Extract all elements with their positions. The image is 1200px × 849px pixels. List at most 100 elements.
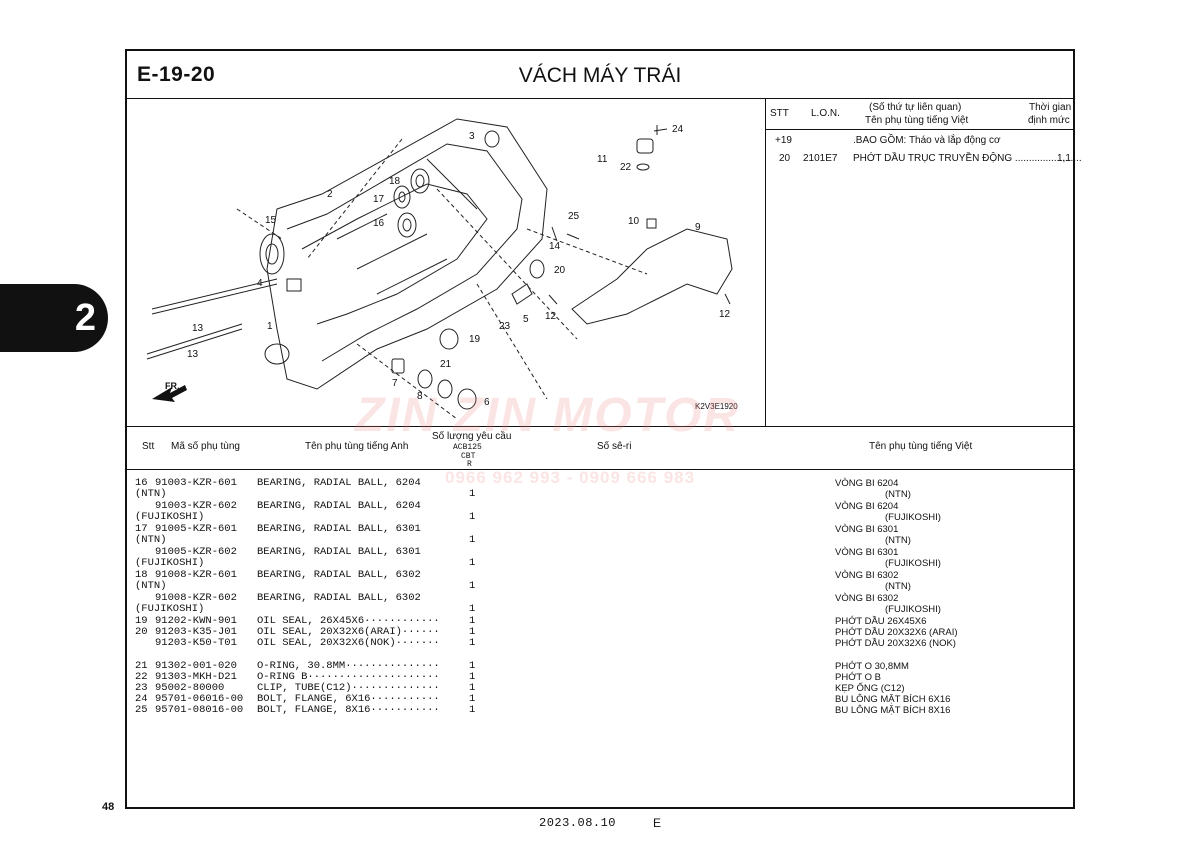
row-qty: 1 xyxy=(469,660,476,672)
parts-header-name-vn: Tên phụ tùng tiếng Việt xyxy=(869,441,973,452)
bolt-24 xyxy=(653,125,668,135)
callout: 17 xyxy=(373,194,385,205)
row-stt: 18 xyxy=(135,569,148,581)
bolt-12 xyxy=(724,293,731,305)
oil-seal-19 xyxy=(439,328,459,350)
callout: 23 xyxy=(499,321,511,332)
row-part-no: 91008-KZR-601 xyxy=(155,569,237,581)
callout: 18 xyxy=(389,176,401,187)
exploded-diagram: FR. K2V3E1920 1 2 3 4 5 6 7 8 9 10 11 12… xyxy=(146,118,738,420)
page-number: 48 xyxy=(102,801,115,813)
front-arrow-icon xyxy=(152,385,187,402)
row-name-en-sub: (FUJIKOSHI) xyxy=(135,511,205,523)
ref-row-stt: 20 xyxy=(779,153,791,164)
front-label: FR. xyxy=(165,381,180,391)
row-part-no: 91003-KZR-601 xyxy=(155,477,237,489)
row-part-no: 95002-80000 xyxy=(155,682,225,694)
callout: 21 xyxy=(440,359,452,370)
row-name-en-sub: (NTN) xyxy=(135,488,167,500)
crankcase-outline xyxy=(266,118,548,390)
ref-header-lon: L.O.N. xyxy=(811,108,840,119)
part-22 xyxy=(636,163,650,171)
row-name-vn-sub: (NTN) xyxy=(885,535,911,546)
chapter-tab: 2 xyxy=(0,284,108,352)
diagram-ref-code: K2V3E1920 xyxy=(695,402,738,411)
ref-row-name: PHỚT DẦU TRỤC TRUYỀN ĐỘNG ..............… xyxy=(853,153,1082,164)
ref-header-name-1: (Số thứ tự liên quan) xyxy=(869,102,962,113)
row-qty: 1 xyxy=(469,626,476,638)
row-name-vn: VÒNG BI 6204 xyxy=(835,478,899,489)
row-qty: 1 xyxy=(469,557,476,569)
callout: 22 xyxy=(620,162,632,173)
row-name-en: CLIP, TUBE(C12)·············· xyxy=(257,682,440,694)
callout: 1 xyxy=(267,321,273,332)
row-name-vn: BU LÔNG MẶT BÍCH 8X16 xyxy=(835,705,951,716)
row-qty: 1 xyxy=(469,534,476,546)
row-part-no: 91203-K35-J01 xyxy=(155,626,237,638)
row-stt: 20 xyxy=(135,626,148,638)
ref-row-name: .BAO GỒM: Tháo và lắp động cơ xyxy=(853,135,1001,146)
callout: 13 xyxy=(192,323,204,334)
part-10 xyxy=(646,218,657,229)
row-qty: 1 xyxy=(469,511,476,523)
row-qty: 1 xyxy=(469,615,476,627)
row-name-vn: VÒNG BI 6302 xyxy=(835,593,899,604)
row-stt: 24 xyxy=(135,693,148,705)
callout: 2 xyxy=(327,189,333,200)
row-name-vn: KẸP ỐNG (C12) xyxy=(835,683,905,694)
row-name-vn: VÒNG BI 6302 xyxy=(835,570,899,581)
callout: 13 xyxy=(187,349,199,360)
divider xyxy=(127,426,1073,427)
ref-header-time-1: Thời gian xyxy=(1029,102,1072,113)
callout: 10 xyxy=(628,216,640,227)
bolt-14 xyxy=(551,226,558,242)
tie-rod xyxy=(146,323,243,360)
row-name-en-sub: (NTN) xyxy=(135,534,167,546)
footer-date: 2023.08.10 xyxy=(539,816,617,830)
row-qty: 1 xyxy=(469,488,476,500)
row-name-en: BEARING, RADIAL BALL, 6302 xyxy=(257,592,421,604)
parts-header-serial: Số sê-ri xyxy=(597,441,632,452)
row-name-en: BEARING, RADIAL BALL, 6301 xyxy=(257,523,421,535)
row-qty: 1 xyxy=(469,671,476,683)
row-stt: 22 xyxy=(135,671,148,683)
row-name-en: BEARING, RADIAL BALL, 6204 xyxy=(257,477,421,489)
part-7 xyxy=(391,358,405,374)
row-name-en: O-RING, 30.8MM··············· xyxy=(257,660,440,672)
footer-code: E xyxy=(653,816,662,830)
part-5 xyxy=(511,283,533,305)
bearing-16 xyxy=(397,212,417,238)
row-qty: 1 xyxy=(469,637,476,649)
row-part-no: 91005-KZR-602 xyxy=(155,546,237,558)
divider xyxy=(127,98,1073,99)
parts-header-model-type: CBT xyxy=(461,452,476,461)
row-stt: 17 xyxy=(135,523,148,535)
ref-row-time: 1,1 xyxy=(1057,153,1071,164)
parts-header-name-en: Tên phụ tùng tiếng Anh xyxy=(305,441,409,452)
page-title: VÁCH MÁY TRÁI xyxy=(518,64,682,87)
row-part-no: 91005-KZR-601 xyxy=(155,523,237,535)
row-name-en: OIL SEAL, 20X32X6(ARAI)······ xyxy=(257,626,440,638)
row-part-no: 91302-001-020 xyxy=(155,660,237,672)
row-name-vn-sub: (FUJIKOSHI) xyxy=(885,512,941,523)
row-name-vn: PHỚT O B xyxy=(835,672,881,683)
callout: 11 xyxy=(597,154,608,165)
bearing-17 xyxy=(393,185,411,209)
row-part-no: 91303-MKH-D21 xyxy=(155,671,237,683)
row-name-en: BEARING, RADIAL BALL, 6301 xyxy=(257,546,421,558)
part-4 xyxy=(286,278,302,292)
divider xyxy=(127,469,1073,470)
row-name-vn-sub: (FUJIKOSHI) xyxy=(885,558,941,569)
row-name-vn: VÒNG BI 6301 xyxy=(835,547,899,558)
ref-row-lon: 2101E7 xyxy=(803,153,838,164)
parts-header-qty: Số lượng yêu cầu xyxy=(432,431,512,442)
row-qty: 1 xyxy=(469,603,476,615)
bolt-12 xyxy=(548,294,558,305)
row-name-vn-sub: (NTN) xyxy=(885,489,911,500)
row-name-vn-sub: (FUJIKOSHI) xyxy=(885,604,941,615)
part-1 xyxy=(264,343,290,365)
row-name-vn: BU LÔNG MẶT BÍCH 6X16 xyxy=(835,694,951,705)
row-name-en: BEARING, RADIAL BALL, 6302 xyxy=(257,569,421,581)
row-stt: 21 xyxy=(135,660,148,672)
callout: 12 xyxy=(719,309,731,320)
